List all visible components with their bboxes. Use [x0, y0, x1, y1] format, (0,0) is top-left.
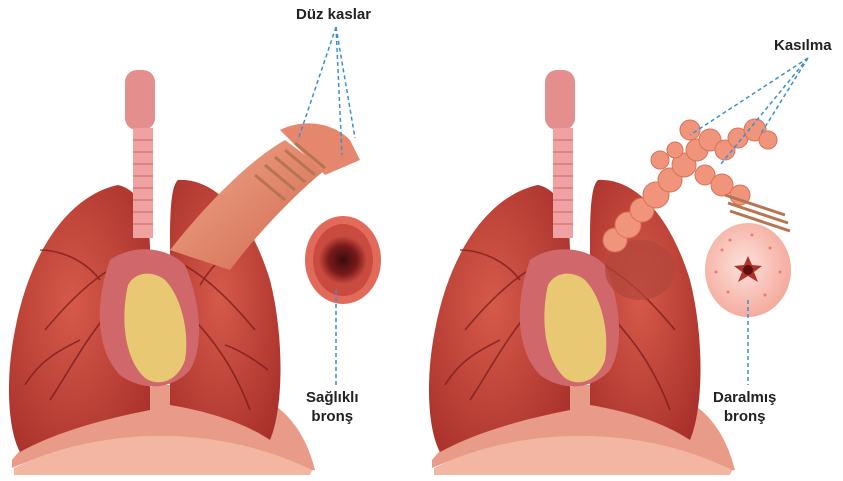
label-healthy-line2: bronş [306, 407, 359, 426]
label-narrowed-line2: bronş [713, 407, 776, 426]
right-larynx [545, 70, 575, 130]
left-trachea [133, 128, 153, 238]
label-smooth-muscle: Düz kaslar [296, 5, 371, 24]
healthy-lumen-wide [319, 236, 367, 284]
leader-smooth-muscle-3 [336, 27, 355, 138]
narrowed-lumen-center [743, 265, 753, 275]
left-larynx [125, 70, 155, 130]
label-healthy-line1: Sağlıklı [306, 388, 359, 407]
leader-smooth-muscle-1 [298, 27, 336, 140]
leader-contraction-3 [760, 58, 808, 135]
label-contraction: Kasılma [774, 36, 832, 55]
label-healthy-bronchus: Sağlıklı bronş [306, 388, 359, 426]
right-trachea [553, 128, 573, 238]
label-narrowed-line1: Daralmış [713, 388, 776, 407]
label-narrowed-bronchus: Daralmış bronş [713, 388, 776, 426]
